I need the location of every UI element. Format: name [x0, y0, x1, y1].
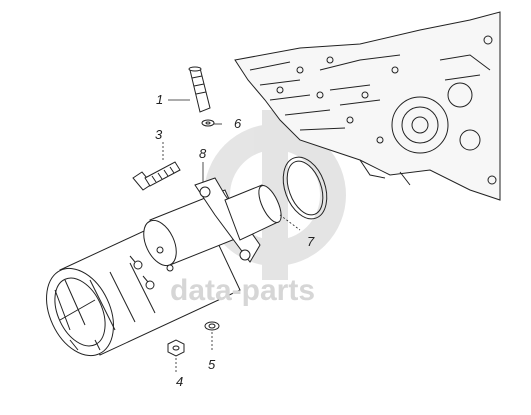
callout-8: 8 — [199, 146, 207, 161]
washer-small — [201, 119, 215, 127]
engine-housing — [234, 11, 501, 201]
callout-5: 5 — [208, 357, 216, 372]
callout-1: 1 — [156, 92, 163, 107]
watermark-text: data-parts — [170, 274, 315, 307]
stud — [188, 66, 211, 113]
callout-7: 7 — [307, 234, 315, 249]
callout-4: 4 — [176, 374, 183, 389]
nut — [167, 339, 185, 357]
lock-washer — [204, 321, 220, 331]
callout-3: 3 — [155, 127, 163, 142]
starter-motor — [46, 177, 282, 357]
o-ring — [282, 156, 328, 220]
bolt — [132, 161, 181, 191]
callout-6: 6 — [234, 116, 242, 131]
leader-lines — [162, 99, 301, 372]
